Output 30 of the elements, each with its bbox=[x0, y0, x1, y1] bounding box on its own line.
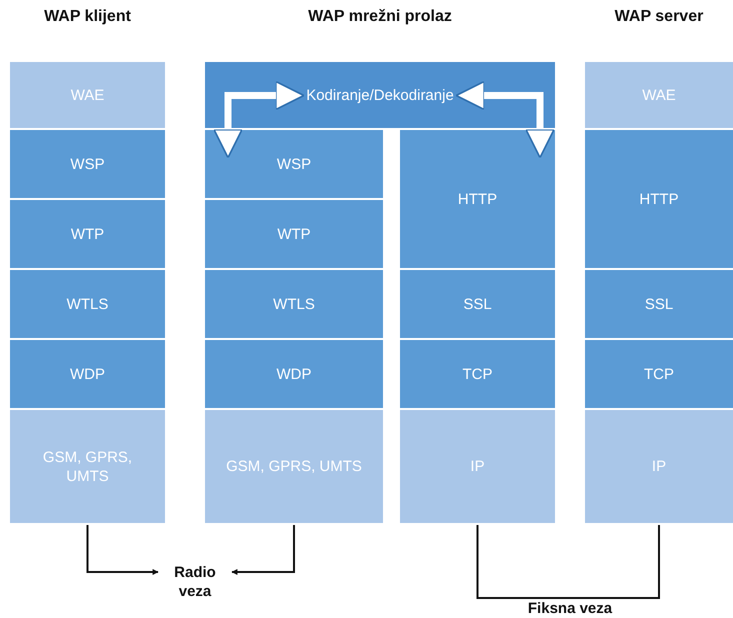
protocol-layer: SSL bbox=[400, 270, 555, 340]
protocol-layer: WTP bbox=[10, 200, 165, 270]
protocol-layer: IP bbox=[585, 410, 733, 525]
protocol-layer: HTTP bbox=[585, 130, 733, 270]
protocol-layer: TCP bbox=[585, 340, 733, 410]
protocol-layer: WTLS bbox=[10, 270, 165, 340]
protocol-layer: Kodiranje/Dekodiranje bbox=[205, 62, 555, 130]
protocol-layer: WAE bbox=[585, 62, 733, 130]
column-heading: WAP klijent bbox=[43, 8, 132, 26]
protocol-layer: WSP bbox=[10, 130, 165, 200]
protocol-layer: GSM, GPRS, UMTS bbox=[205, 410, 383, 525]
protocol-layer: TCP bbox=[400, 340, 555, 410]
protocol-layer: GSM, GPRS, UMTS bbox=[10, 410, 165, 525]
column-heading: WAP mrežni prolaz bbox=[307, 8, 453, 26]
link-label: Radio veza bbox=[173, 563, 217, 601]
arrow bbox=[231, 525, 295, 575]
protocol-layer: WSP bbox=[205, 130, 383, 200]
double-arrow bbox=[213, 80, 305, 158]
connector-line bbox=[476, 525, 660, 599]
protocol-layer: IP bbox=[400, 410, 555, 525]
protocol-layer: WAE bbox=[10, 62, 165, 130]
protocol-layer: WDP bbox=[205, 340, 383, 410]
double-arrow bbox=[455, 80, 555, 158]
protocol-layer: WDP bbox=[10, 340, 165, 410]
arrow bbox=[86, 525, 159, 575]
protocol-layer: SSL bbox=[585, 270, 733, 340]
protocol-layer: WTLS bbox=[205, 270, 383, 340]
protocol-layer: HTTP bbox=[400, 130, 555, 270]
protocol-layer: WTP bbox=[205, 200, 383, 270]
column-heading: WAP server bbox=[614, 8, 704, 26]
